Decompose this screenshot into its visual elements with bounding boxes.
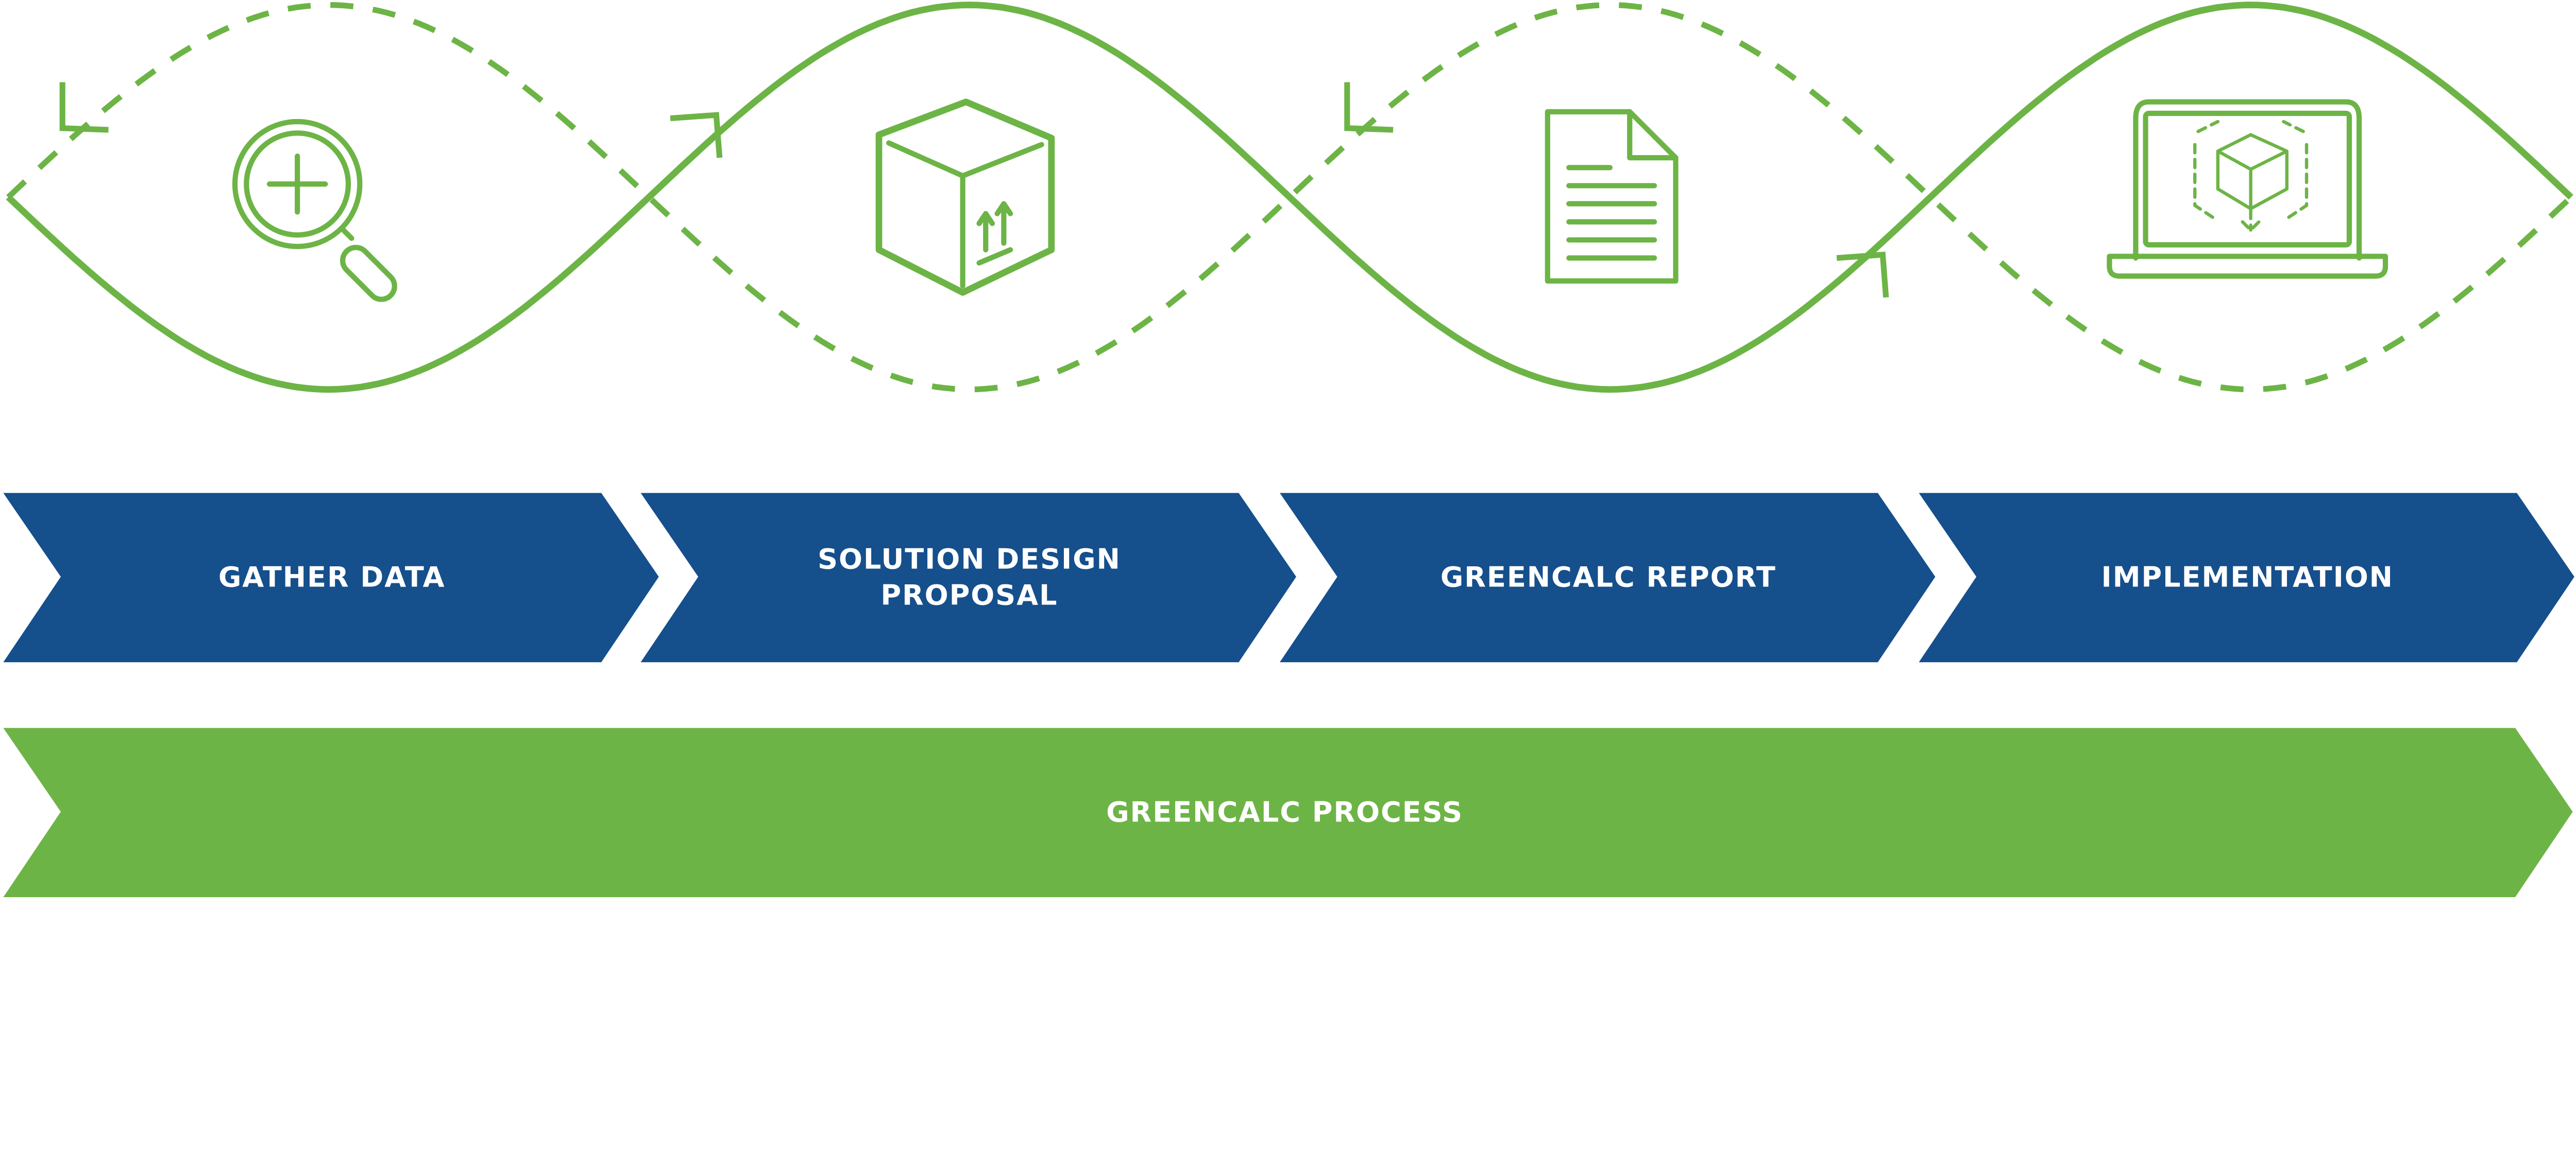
chevron-shape (3, 493, 659, 663)
step-chevron-3: GREENCALC REPORT (1280, 493, 1936, 663)
chevron-shape (1919, 493, 2574, 663)
direction-arrow-icon (1836, 251, 1889, 298)
direction-arrow-icon (59, 82, 109, 133)
step-label: SOLUTION DESIGN (818, 543, 1121, 575)
chevron-shape (640, 493, 1296, 663)
direction-arrow-icon (1344, 82, 1394, 133)
document-icon (1545, 109, 1679, 284)
step-label: GATHER DATA (218, 561, 446, 593)
solid-cycle-wave (6, 2, 2573, 393)
process-label: GREENCALC PROCESS (1106, 796, 1463, 828)
laptop-3d-box-icon (2107, 99, 2388, 279)
magnifier-plus-icon (232, 119, 397, 302)
greencalc-process-diagram: GATHER DATA SOLUTION DESIGN PROPOSAL GREENC… (3, 2, 2574, 898)
step-label: GREENCALC REPORT (1440, 561, 1776, 593)
step-chevrons: GATHER DATA SOLUTION DESIGN PROPOSAL GREENC… (3, 493, 2574, 663)
direction-arrow-icon (670, 112, 723, 158)
step-label: IMPLEMENTATION (2102, 561, 2394, 593)
step-chevron-4: IMPLEMENTATION (1919, 493, 2574, 663)
dashed-cycle-wave (6, 2, 2573, 393)
chevron-shape (1280, 493, 1936, 663)
direction-arrows (59, 82, 1889, 298)
box-icon (875, 98, 1055, 296)
step-chevron-2: SOLUTION DESIGN PROPOSAL (640, 493, 1296, 663)
step-chevron-1: GATHER DATA (3, 493, 659, 663)
step-label: PROPOSAL (880, 579, 1058, 611)
process-chevron (3, 728, 2573, 898)
